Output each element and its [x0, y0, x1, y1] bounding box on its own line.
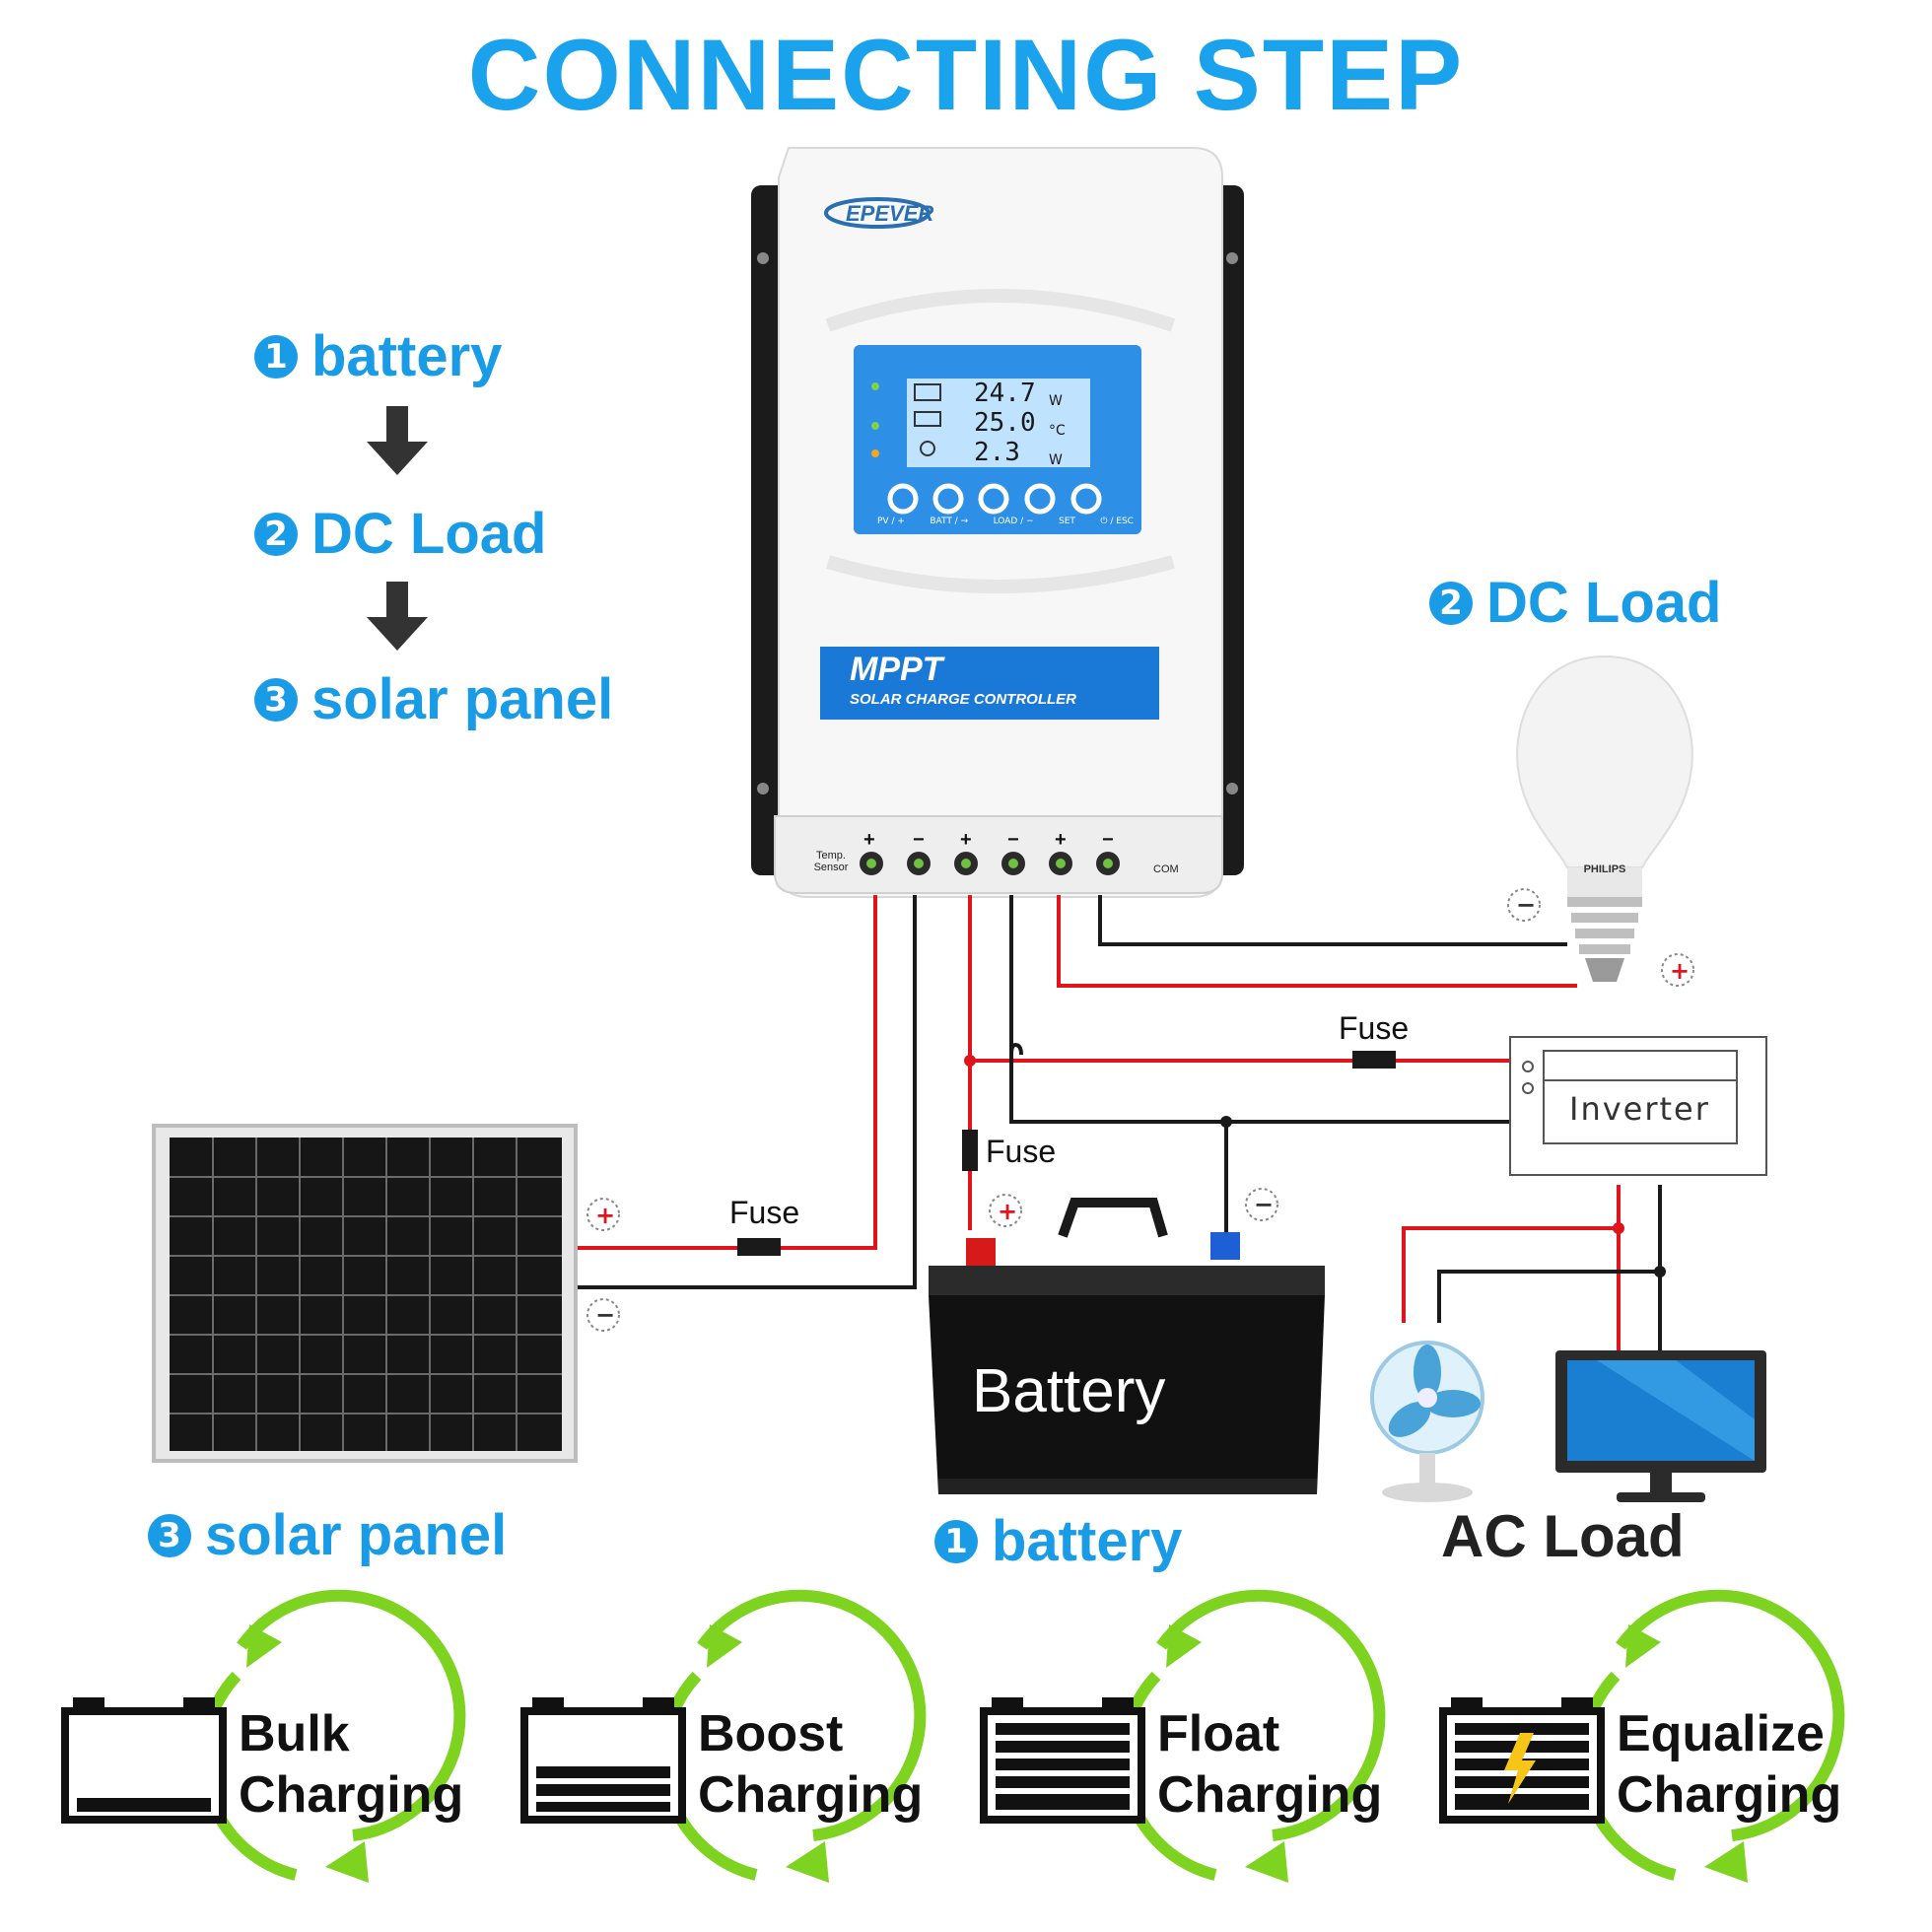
mode-name: Equalize [1617, 1705, 1825, 1762]
battery-icon [929, 1198, 1325, 1494]
bulb-brand: PHILIPS [1583, 863, 1626, 875]
step-label: battery [311, 324, 503, 388]
battery-full-icon [980, 1697, 1145, 1824]
lcd-unit: °C [1049, 423, 1066, 439]
button-label[interactable]: SET [1059, 517, 1075, 526]
arrow-down-icon [367, 406, 428, 475]
brand-logo: EPEVER [846, 201, 934, 226]
svg-text:+: + [1055, 829, 1067, 851]
fan-icon [1370, 1341, 1484, 1502]
lcd-units: W °C W [1049, 386, 1066, 475]
arrow-down-icon [367, 582, 428, 651]
svg-text:−: − [1254, 1191, 1274, 1218]
lcd-value: 24.7 [974, 379, 1036, 408]
mode-name: Boost [698, 1705, 844, 1762]
lightning-icon [1504, 1733, 1536, 1804]
fuse-label: Fuse [729, 1195, 800, 1230]
mode-name: Float [1157, 1705, 1280, 1762]
monitor-icon [1555, 1350, 1766, 1502]
fuse-icon [737, 1238, 781, 1256]
solar-panel-label: 3 solar panel [148, 1502, 507, 1568]
fuse-icon [1352, 1051, 1396, 1069]
temp-sensor-label: Temp. Sensor [813, 850, 849, 873]
charging-mode-label: Boost Charging [698, 1703, 923, 1826]
lcd-value: 2.3 [974, 438, 1020, 467]
charge-controller: + − + − + − [751, 146, 1244, 898]
mode-name: Bulk [239, 1705, 350, 1762]
charging-mode-label: Equalize Charging [1617, 1703, 1841, 1826]
svg-text:+: + [1670, 957, 1690, 985]
charging-modes [61, 1589, 1845, 1883]
step-number: 2 [1429, 581, 1473, 625]
step-number: 1 [934, 1519, 978, 1563]
button-label[interactable]: ⏻ / ESC [1100, 517, 1134, 526]
battery-charging-icon [1439, 1697, 1605, 1824]
lcd-unit: W [1049, 393, 1063, 409]
svg-text:−: − [1007, 829, 1019, 851]
mode-suffix: Charging [1617, 1766, 1842, 1824]
svg-text:+: + [960, 829, 972, 851]
page-title: CONNECTING STEP [467, 19, 1465, 131]
battery-empty-icon [61, 1697, 227, 1824]
mode-suffix: Charging [239, 1766, 464, 1824]
dc-load-label: 2 DC Load [1429, 570, 1721, 636]
svg-text:−: − [595, 1301, 615, 1329]
step-number: 3 [254, 677, 298, 722]
step-3: 3 solar panel [254, 666, 613, 732]
charging-mode-label: Float Charging [1157, 1703, 1382, 1826]
svg-text:+: + [998, 1198, 1017, 1225]
mode-suffix: Charging [1157, 1766, 1383, 1824]
step-2: 2 DC Load [254, 501, 546, 567]
button-label[interactable]: LOAD / − [993, 517, 1034, 526]
step-number: 3 [148, 1513, 191, 1557]
charging-mode-label: Bulk Charging [239, 1703, 463, 1826]
step-number: 1 [254, 334, 298, 379]
light-bulb-icon [1516, 655, 1693, 982]
step-1: 1 battery [254, 323, 502, 389]
inverter-label: Inverter [1569, 1090, 1710, 1128]
battery-label-text: battery [992, 1509, 1183, 1573]
button-labels: PV / + BATT / → LOAD / − SET ⏻ / ESC [877, 517, 1134, 526]
svg-text:+: + [863, 829, 875, 851]
lcd-readout: 24.7 25.0 2.3 [974, 379, 1053, 467]
step-number: 2 [254, 512, 298, 556]
button-label[interactable]: PV / + [877, 517, 905, 526]
battery-partial-icon [520, 1697, 686, 1824]
lcd-value: 25.0 [974, 408, 1036, 438]
svg-text:−: − [1102, 829, 1114, 851]
svg-text:−: − [1516, 891, 1536, 919]
mppt-title: MPPT [850, 651, 943, 688]
inverter-icon [1509, 1036, 1767, 1176]
svg-text:−: − [913, 829, 925, 851]
wires [576, 895, 1662, 1352]
ac-load-label: AC Load [1441, 1503, 1685, 1569]
dc-load-text: DC Load [1486, 571, 1722, 635]
com-label: COM [1153, 863, 1179, 875]
step-label: solar panel [311, 667, 614, 731]
button-label[interactable]: BATT / → [930, 517, 969, 526]
lcd-unit: W [1049, 452, 1063, 468]
svg-text:+: + [595, 1202, 615, 1229]
fuse-icon [962, 1130, 978, 1171]
solar-panel-text: solar panel [205, 1503, 508, 1567]
mode-suffix: Charging [698, 1766, 924, 1824]
fuse-label: Fuse [1339, 1010, 1410, 1046]
step-label: DC Load [311, 502, 547, 566]
solar-panel-icon [152, 1124, 578, 1463]
mppt-subtitle: SOLAR CHARGE CONTROLLER [850, 691, 1076, 708]
battery-label: 1 battery [934, 1508, 1182, 1574]
battery-text: Battery [972, 1357, 1166, 1425]
fuse-label: Fuse [986, 1134, 1057, 1169]
